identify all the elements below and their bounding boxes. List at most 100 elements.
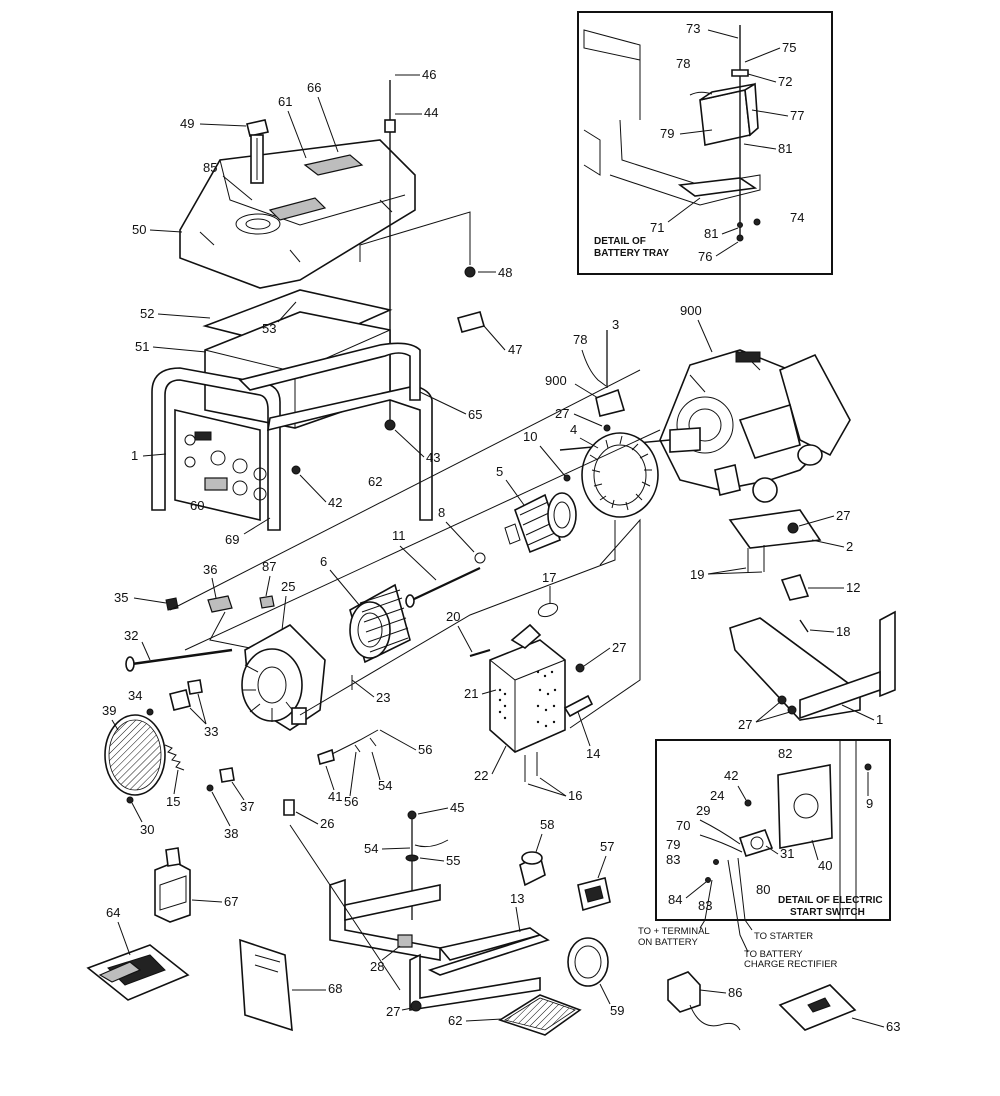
outlet-icon bbox=[577, 877, 611, 912]
callout: 59 bbox=[610, 1003, 624, 1018]
battery-charger-icon bbox=[667, 971, 741, 1031]
callouts: 46 44 66 61 49 85 50 48 52 53 51 47 65 4… bbox=[102, 67, 900, 1034]
callout: 1 bbox=[131, 448, 138, 463]
base-frame-left-icon bbox=[329, 878, 550, 1011]
callout: 74 bbox=[790, 210, 804, 225]
callout: 83 bbox=[666, 852, 680, 867]
callout: 58 bbox=[540, 817, 554, 832]
electric-start-detail-inset: DETAIL OF ELECTRIC START SWITCH 82 42 9 … bbox=[655, 739, 891, 953]
callout: 21 bbox=[464, 686, 478, 701]
callout: 27 bbox=[555, 406, 569, 421]
oil-bottle-icon bbox=[154, 847, 191, 923]
callout: 39 bbox=[102, 703, 116, 718]
callout: 10 bbox=[523, 429, 537, 444]
frame-icon bbox=[151, 342, 433, 531]
callout: 27 bbox=[738, 717, 752, 732]
callout: 33 bbox=[204, 724, 218, 739]
callout: 60 bbox=[190, 498, 204, 513]
callout: 47 bbox=[508, 342, 522, 357]
callout: 62 bbox=[368, 474, 382, 489]
callout: 87 bbox=[262, 559, 276, 574]
callout: 45 bbox=[450, 800, 464, 815]
engine-bracket-icon bbox=[595, 388, 626, 417]
callout: 1 bbox=[876, 712, 883, 727]
callout: 76 bbox=[698, 249, 712, 264]
callout: 12 bbox=[846, 580, 860, 595]
receptacle-icon bbox=[567, 937, 609, 987]
callout: 27 bbox=[612, 640, 626, 655]
electric-start-title-1: DETAIL OF ELECTRIC bbox=[778, 895, 883, 906]
callout: 57 bbox=[600, 839, 614, 854]
callout: 31 bbox=[780, 846, 794, 861]
fan-icon bbox=[581, 432, 659, 518]
callout: 6 bbox=[320, 554, 327, 569]
callout: 36 bbox=[203, 562, 217, 577]
callout: 29 bbox=[696, 803, 710, 818]
mat-icon bbox=[498, 994, 582, 1036]
electric-start-title-2: START SWITCH bbox=[790, 907, 865, 918]
callout: 65 bbox=[468, 407, 482, 422]
callout: 32 bbox=[124, 628, 138, 643]
battery-tray-title-1: DETAIL OF bbox=[594, 236, 646, 247]
callout: 43 bbox=[426, 450, 440, 465]
callout: 28 bbox=[370, 959, 384, 974]
callout: 26 bbox=[320, 816, 334, 831]
control-panel-icon bbox=[489, 623, 566, 782]
decal-icon bbox=[778, 984, 857, 1031]
fuel-tank-icon bbox=[179, 139, 416, 289]
callout: 84 bbox=[668, 892, 682, 907]
callout: 15 bbox=[166, 794, 180, 809]
callout: 27 bbox=[386, 1004, 400, 1019]
callout: 8 bbox=[438, 505, 445, 520]
callout: 17 bbox=[542, 570, 556, 585]
manual-icon bbox=[239, 938, 293, 1032]
callout: 11 bbox=[392, 528, 406, 543]
callout: 62 bbox=[448, 1013, 462, 1028]
wire-note-battery-1: TO + TERMINAL bbox=[638, 926, 710, 937]
callout: 80 bbox=[756, 882, 770, 897]
callout: 22 bbox=[474, 768, 488, 783]
callout: 83 bbox=[698, 898, 712, 913]
callout: 35 bbox=[114, 590, 128, 605]
callout: 64 bbox=[106, 905, 120, 920]
callout: 24 bbox=[710, 788, 724, 803]
callout: 48 bbox=[498, 265, 512, 280]
callout: 34 bbox=[128, 688, 142, 703]
callout: 73 bbox=[686, 21, 700, 36]
callout: 79 bbox=[666, 837, 680, 852]
rotor-icon bbox=[474, 492, 577, 564]
grille-icon bbox=[104, 714, 166, 796]
callout: 78 bbox=[676, 56, 690, 71]
callout: 13 bbox=[510, 891, 524, 906]
callout: 86 bbox=[728, 985, 742, 1000]
engine-icon bbox=[559, 349, 851, 503]
callout: 46 bbox=[422, 67, 436, 82]
callout: 54 bbox=[364, 841, 378, 856]
callout: 81 bbox=[778, 141, 792, 156]
callout: 69 bbox=[225, 532, 239, 547]
callout: 85 bbox=[203, 160, 217, 175]
callout: 78 bbox=[573, 332, 587, 347]
wire-note-battery-2: ON BATTERY bbox=[638, 937, 698, 948]
callout: 5 bbox=[496, 464, 503, 479]
callout: 900 bbox=[680, 303, 702, 318]
callout: 70 bbox=[676, 818, 690, 833]
callout: 67 bbox=[224, 894, 238, 909]
callout: 20 bbox=[446, 609, 460, 624]
callout: 37 bbox=[240, 799, 254, 814]
callout: 41 bbox=[328, 789, 342, 804]
callout: 50 bbox=[132, 222, 146, 237]
callout: 77 bbox=[790, 108, 804, 123]
callout: 9 bbox=[866, 796, 873, 811]
callout: 18 bbox=[836, 624, 850, 639]
callout: 4 bbox=[570, 422, 577, 437]
battery-tray-detail-inset: DETAIL OF BATTERY TRAY 73 75 78 72 77 79… bbox=[577, 11, 833, 275]
callout: 51 bbox=[135, 339, 149, 354]
stator-icon bbox=[349, 583, 411, 664]
callout: 61 bbox=[278, 94, 292, 109]
callout: 42 bbox=[328, 495, 342, 510]
callout: 900 bbox=[545, 373, 567, 388]
tool-kit-icon bbox=[86, 944, 190, 1001]
callout: 63 bbox=[886, 1019, 900, 1034]
